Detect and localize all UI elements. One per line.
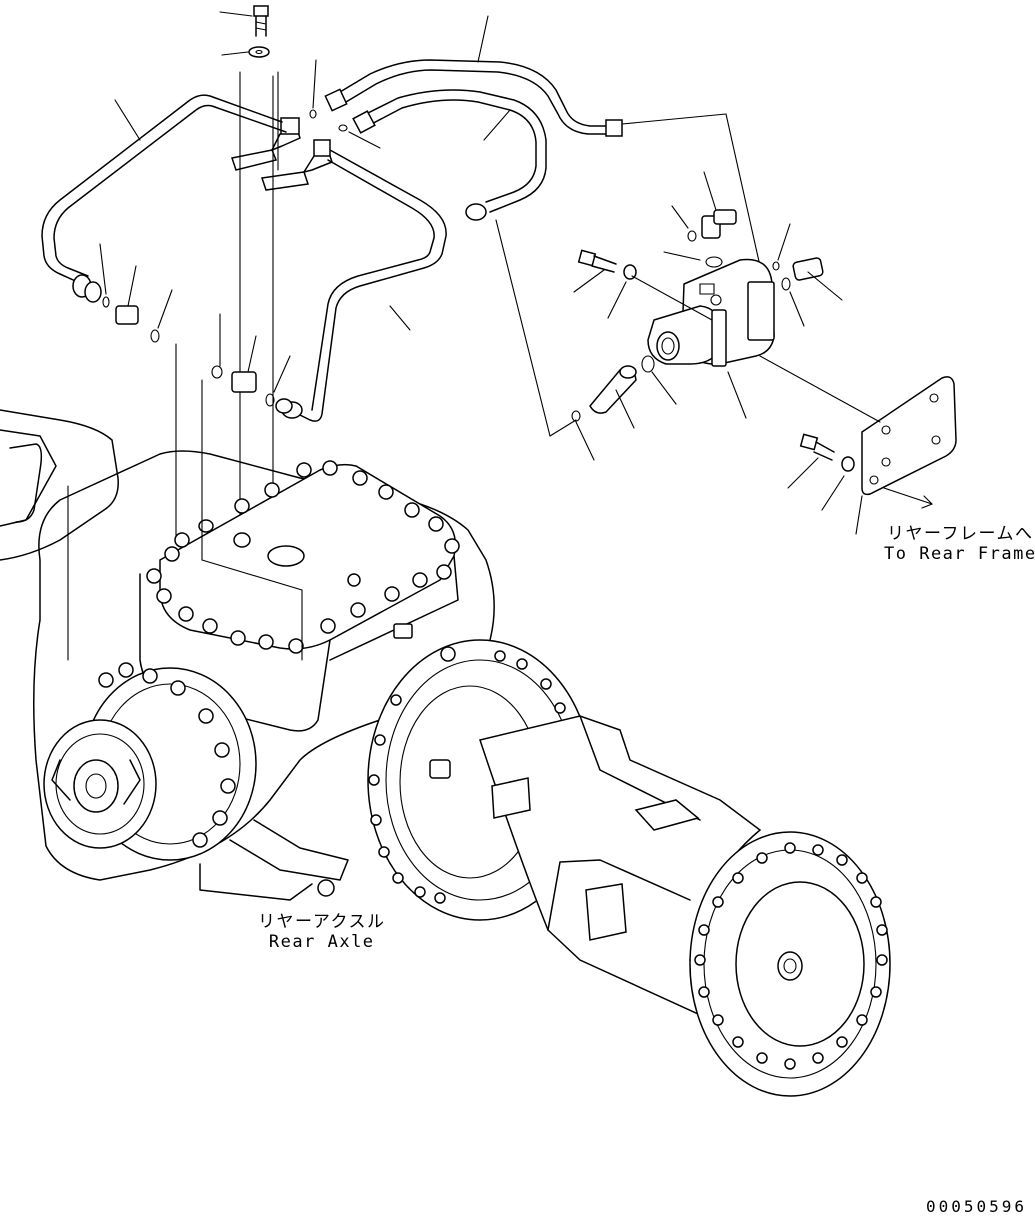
leader-hose-valve-c	[496, 220, 550, 436]
control-valve	[632, 260, 774, 419]
rear-frame-label-en: To Rear Frame	[884, 544, 1035, 564]
left-fittings	[100, 244, 290, 406]
elbow-fitting	[664, 172, 736, 267]
rear-axle-label-en: Rear Axle	[268, 932, 375, 952]
oring-top-b	[339, 125, 347, 131]
oring-top-a	[310, 110, 316, 118]
valve-bolt	[574, 250, 636, 318]
leader-top-b	[349, 132, 380, 148]
mounting-plate	[760, 356, 956, 534]
wheel-flange-bolts	[695, 843, 887, 1069]
leader-hose-valve-d	[550, 420, 576, 436]
rear-axle-label: リヤーアクスル Rear Axle	[258, 912, 385, 952]
leader-hose-valve-a	[622, 114, 726, 124]
right-tube	[276, 150, 446, 421]
hose-upper	[325, 16, 622, 136]
leader-top-a	[313, 60, 316, 108]
top-bolt	[220, 6, 268, 36]
bracket-left	[232, 118, 300, 170]
rear-frame-label: リヤーフレームへ To Rear Frame	[884, 524, 1035, 564]
right-fitting	[773, 224, 842, 326]
leader-hose-valve-b	[726, 114, 760, 266]
housing-ring-bolts	[369, 651, 565, 903]
cover-bolts	[147, 461, 459, 653]
top-washer	[222, 47, 269, 57]
rear-axle	[0, 344, 890, 1096]
rear-frame-label-jp: リヤーフレームへ	[887, 524, 1034, 544]
plate-bolt	[788, 434, 854, 510]
hose-lower	[353, 90, 546, 220]
flange-bolts	[99, 663, 235, 847]
document-number: 00050596	[925, 1197, 1027, 1216]
left-tube	[42, 95, 286, 302]
rear-axle-label-jp: リヤーアクスル	[258, 912, 386, 932]
valve-plug	[572, 356, 676, 460]
